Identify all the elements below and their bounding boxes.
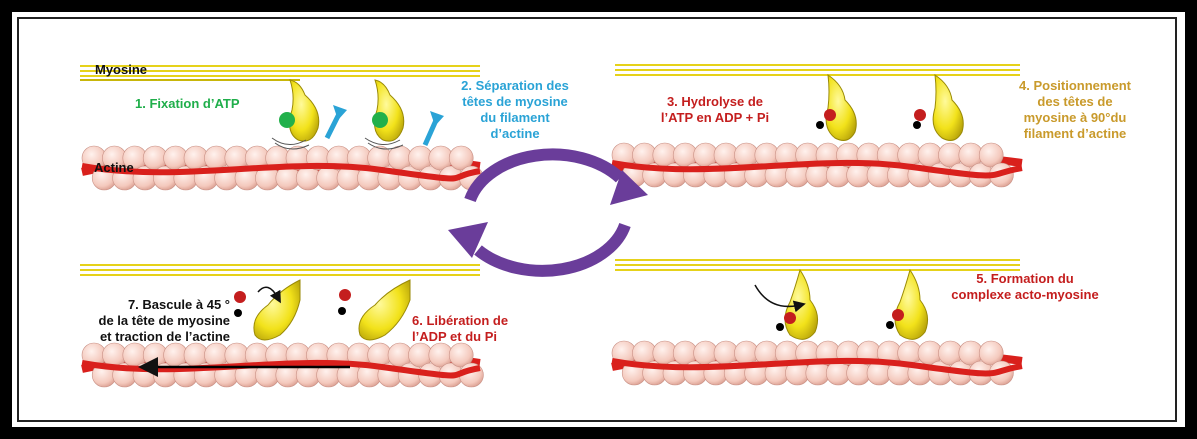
- myosin-filament: [615, 65, 1020, 75]
- myosin-head: [234, 280, 300, 340]
- atp-green-dot: [279, 112, 295, 128]
- myosin-head: [886, 270, 928, 339]
- myosin-head: [338, 280, 410, 340]
- adp-red-dot: [824, 109, 836, 121]
- myosin-head: [279, 80, 319, 141]
- actin-label: Actine: [94, 160, 134, 176]
- step7-label: 7. Bascule à 45 ° de la tête de myosine …: [35, 297, 230, 345]
- panel-1: [80, 66, 483, 190]
- adp-red-dot: [339, 289, 351, 301]
- adp-red-dot: [234, 291, 246, 303]
- myosin-filament: [615, 260, 1020, 270]
- myosin-head: [372, 80, 404, 141]
- myosin-filament: [80, 265, 480, 275]
- myosin-label: Myosine: [95, 62, 147, 78]
- myosin-head: [913, 75, 963, 140]
- tilt-arrow-icon: [258, 287, 278, 298]
- myosin-head: [776, 270, 818, 339]
- myosin-head: [816, 75, 856, 140]
- adp-red-dot: [892, 309, 904, 321]
- pi-black-dot: [234, 309, 242, 317]
- pi-black-dot: [886, 321, 894, 329]
- pi-black-dot: [816, 121, 824, 129]
- adp-red-dot: [784, 312, 796, 324]
- actin-filament: [612, 143, 1022, 187]
- panel-2: [612, 65, 1022, 187]
- atp-green-dot: [372, 112, 388, 128]
- step2-label: 2. Séparation des têtes de myosine du fi…: [440, 78, 590, 142]
- step3-label: 3. Hydrolyse de l’ATP en ADP + Pi: [640, 94, 790, 126]
- actin-filament: [82, 146, 483, 190]
- pi-black-dot: [913, 121, 921, 129]
- pi-black-dot: [338, 307, 346, 315]
- step1-label: 1. Fixation d’ATP: [135, 96, 240, 112]
- adp-red-dot: [914, 109, 926, 121]
- actin-filament: [612, 341, 1022, 385]
- step4-label: 4. Positionnement des têtes de myosine à…: [1000, 78, 1150, 142]
- step5-label: 5. Formation du complexe acto-myosine: [940, 271, 1110, 303]
- pi-black-dot: [776, 323, 784, 331]
- step6-label: 6. Libération de l’ADP et du Pi: [412, 313, 508, 345]
- actin-filament: [82, 343, 483, 387]
